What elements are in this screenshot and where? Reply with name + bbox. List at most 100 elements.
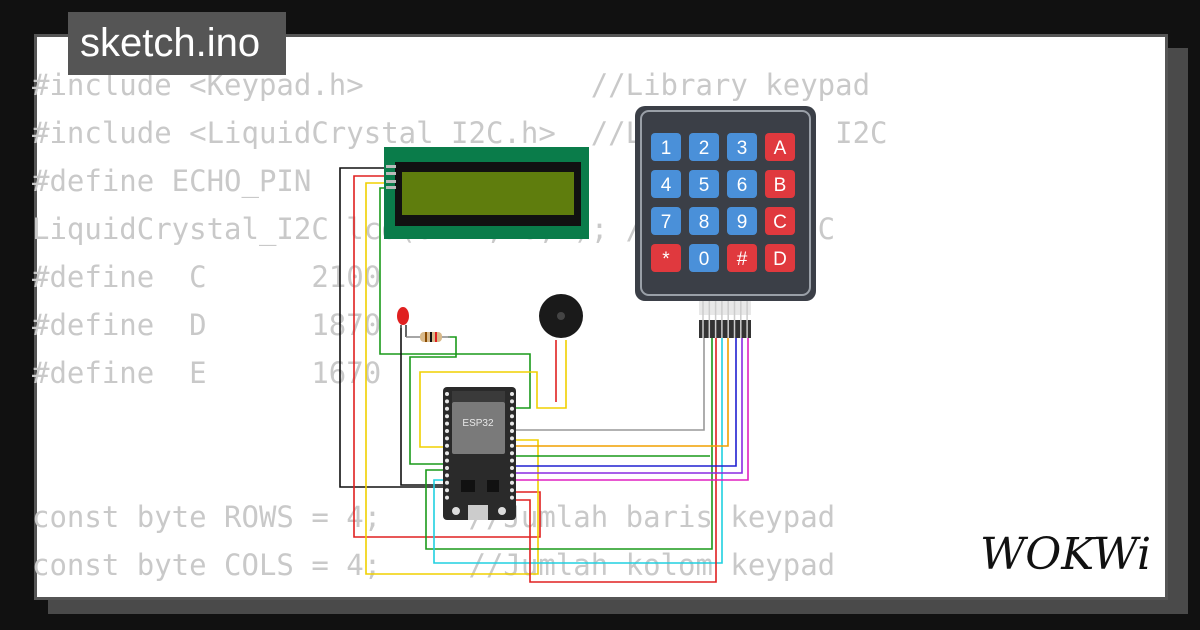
wire-yellow-buzzer bbox=[419, 340, 567, 448]
wire-black-lcd bbox=[339, 167, 445, 488]
key-label: D bbox=[773, 249, 787, 270]
key-label: C bbox=[773, 212, 787, 233]
esp32-pin bbox=[510, 458, 514, 463]
keypad-key-2[interactable]: 2 bbox=[689, 133, 719, 161]
esp32-pin bbox=[445, 473, 449, 478]
wires bbox=[339, 167, 749, 583]
key-cap bbox=[765, 170, 795, 198]
wire-cyan-esp-bottom bbox=[433, 338, 723, 564]
key-label: 4 bbox=[661, 175, 672, 196]
keypad-key-*[interactable]: * bbox=[651, 244, 681, 272]
key-label: 8 bbox=[699, 212, 710, 233]
keypad-key-3[interactable]: 3 bbox=[727, 133, 757, 161]
esp32-pin bbox=[510, 495, 514, 500]
wire-blue-keypad bbox=[515, 338, 737, 467]
keypad-key-5[interactable]: 5 bbox=[689, 170, 719, 198]
key-label: 0 bbox=[699, 249, 710, 270]
esp32-pin bbox=[445, 436, 449, 441]
key-cap bbox=[727, 170, 757, 198]
keypad-key-0[interactable]: 0 bbox=[689, 244, 719, 272]
code-line: #define C 2100 bbox=[32, 260, 382, 294]
keypad-key-6[interactable]: 6 bbox=[727, 170, 757, 198]
esp32-pin bbox=[510, 399, 514, 404]
key-cap bbox=[727, 133, 757, 161]
key-cap bbox=[765, 207, 795, 235]
keypad-key-C[interactable]: C bbox=[765, 207, 795, 235]
key-label: 5 bbox=[699, 175, 710, 196]
key-cap bbox=[651, 207, 681, 235]
esp32-pin bbox=[510, 443, 514, 448]
esp32-module bbox=[452, 402, 505, 454]
keypad-key-1[interactable]: 1 bbox=[651, 133, 681, 161]
keypad-key-4[interactable]: 4 bbox=[651, 170, 681, 198]
buzzer[interactable] bbox=[539, 294, 583, 338]
esp32-pin bbox=[510, 414, 514, 419]
wire-red-esp-bottom bbox=[515, 338, 717, 583]
keypad-key-8[interactable]: 8 bbox=[689, 207, 719, 235]
lcd-pins bbox=[386, 165, 396, 189]
led[interactable] bbox=[397, 307, 409, 337]
code-line: const byte COLS = 4; //Jumlah kolom keyp… bbox=[32, 548, 836, 582]
wire-violet-keypad bbox=[515, 338, 743, 474]
esp32-pin bbox=[445, 392, 449, 396]
esp32-pin bbox=[510, 480, 514, 485]
code-line: #define ECHO_PIN bbox=[32, 164, 312, 198]
wire-yellow-lcd bbox=[365, 182, 539, 575]
file-tab[interactable]: sketch.ino bbox=[68, 12, 286, 75]
key-label: 2 bbox=[699, 138, 710, 159]
esp32-usb-port bbox=[468, 505, 488, 520]
esp32-pin bbox=[510, 473, 514, 478]
esp32-pin bbox=[445, 495, 449, 500]
keypad-key-9[interactable]: 9 bbox=[727, 207, 757, 235]
keypad-key-A[interactable]: A bbox=[765, 133, 795, 161]
esp32-antenna bbox=[452, 391, 505, 402]
esp32-pin bbox=[445, 414, 449, 419]
esp32-pin bbox=[510, 451, 514, 456]
esp32-pin bbox=[510, 406, 514, 411]
wokwi-logo: WOKWi bbox=[980, 529, 1151, 579]
keypad-key-D[interactable]: D bbox=[765, 244, 795, 272]
esp32-pin bbox=[510, 436, 514, 441]
esp32-pin bbox=[510, 466, 514, 470]
key-label: 3 bbox=[737, 138, 748, 159]
key-cap bbox=[765, 244, 795, 272]
keypad-key-7[interactable]: 7 bbox=[651, 207, 681, 235]
key-cap bbox=[765, 133, 795, 161]
wire-green-esp-bottom bbox=[425, 338, 713, 550]
esp32-board[interactable]: ESP32 bbox=[443, 387, 516, 520]
key-label: # bbox=[737, 249, 748, 270]
keypad-key-#[interactable]: # bbox=[727, 244, 757, 272]
wire-gray-keypad bbox=[515, 338, 705, 431]
key-cap bbox=[689, 133, 719, 161]
esp32-pin bbox=[445, 406, 449, 411]
wire-green-lcd bbox=[379, 187, 531, 409]
wire-magenta-keypad bbox=[515, 338, 749, 481]
esp32-pin bbox=[445, 458, 449, 463]
code-sheet bbox=[34, 34, 1168, 600]
esp32-pin bbox=[445, 443, 449, 448]
key-cap bbox=[651, 133, 681, 161]
key-label: 7 bbox=[661, 212, 672, 233]
esp32-button-left bbox=[452, 507, 460, 515]
esp32-pin bbox=[445, 480, 449, 485]
wire-red-lcd bbox=[353, 175, 541, 538]
code-line: #include <Keypad.h> //Library keypad bbox=[32, 68, 871, 102]
esp32-pin bbox=[445, 488, 449, 493]
code-line: #define E 1670 bbox=[32, 356, 382, 390]
esp32-pin bbox=[510, 429, 514, 433]
key-label: * bbox=[662, 249, 670, 270]
wokwi-logo-text: WOKWi bbox=[980, 529, 1151, 579]
key-cap bbox=[689, 207, 719, 235]
key-cap bbox=[651, 170, 681, 198]
keypad-key-B[interactable]: B bbox=[765, 170, 795, 198]
key-cap bbox=[651, 244, 681, 272]
esp32-pin bbox=[445, 399, 449, 404]
resistor[interactable] bbox=[406, 332, 450, 342]
esp32-pin bbox=[510, 421, 514, 426]
lcd-display[interactable] bbox=[384, 147, 589, 239]
code-line: #define D 1870 bbox=[32, 308, 382, 342]
led-body bbox=[397, 307, 409, 325]
key-cap bbox=[727, 207, 757, 235]
